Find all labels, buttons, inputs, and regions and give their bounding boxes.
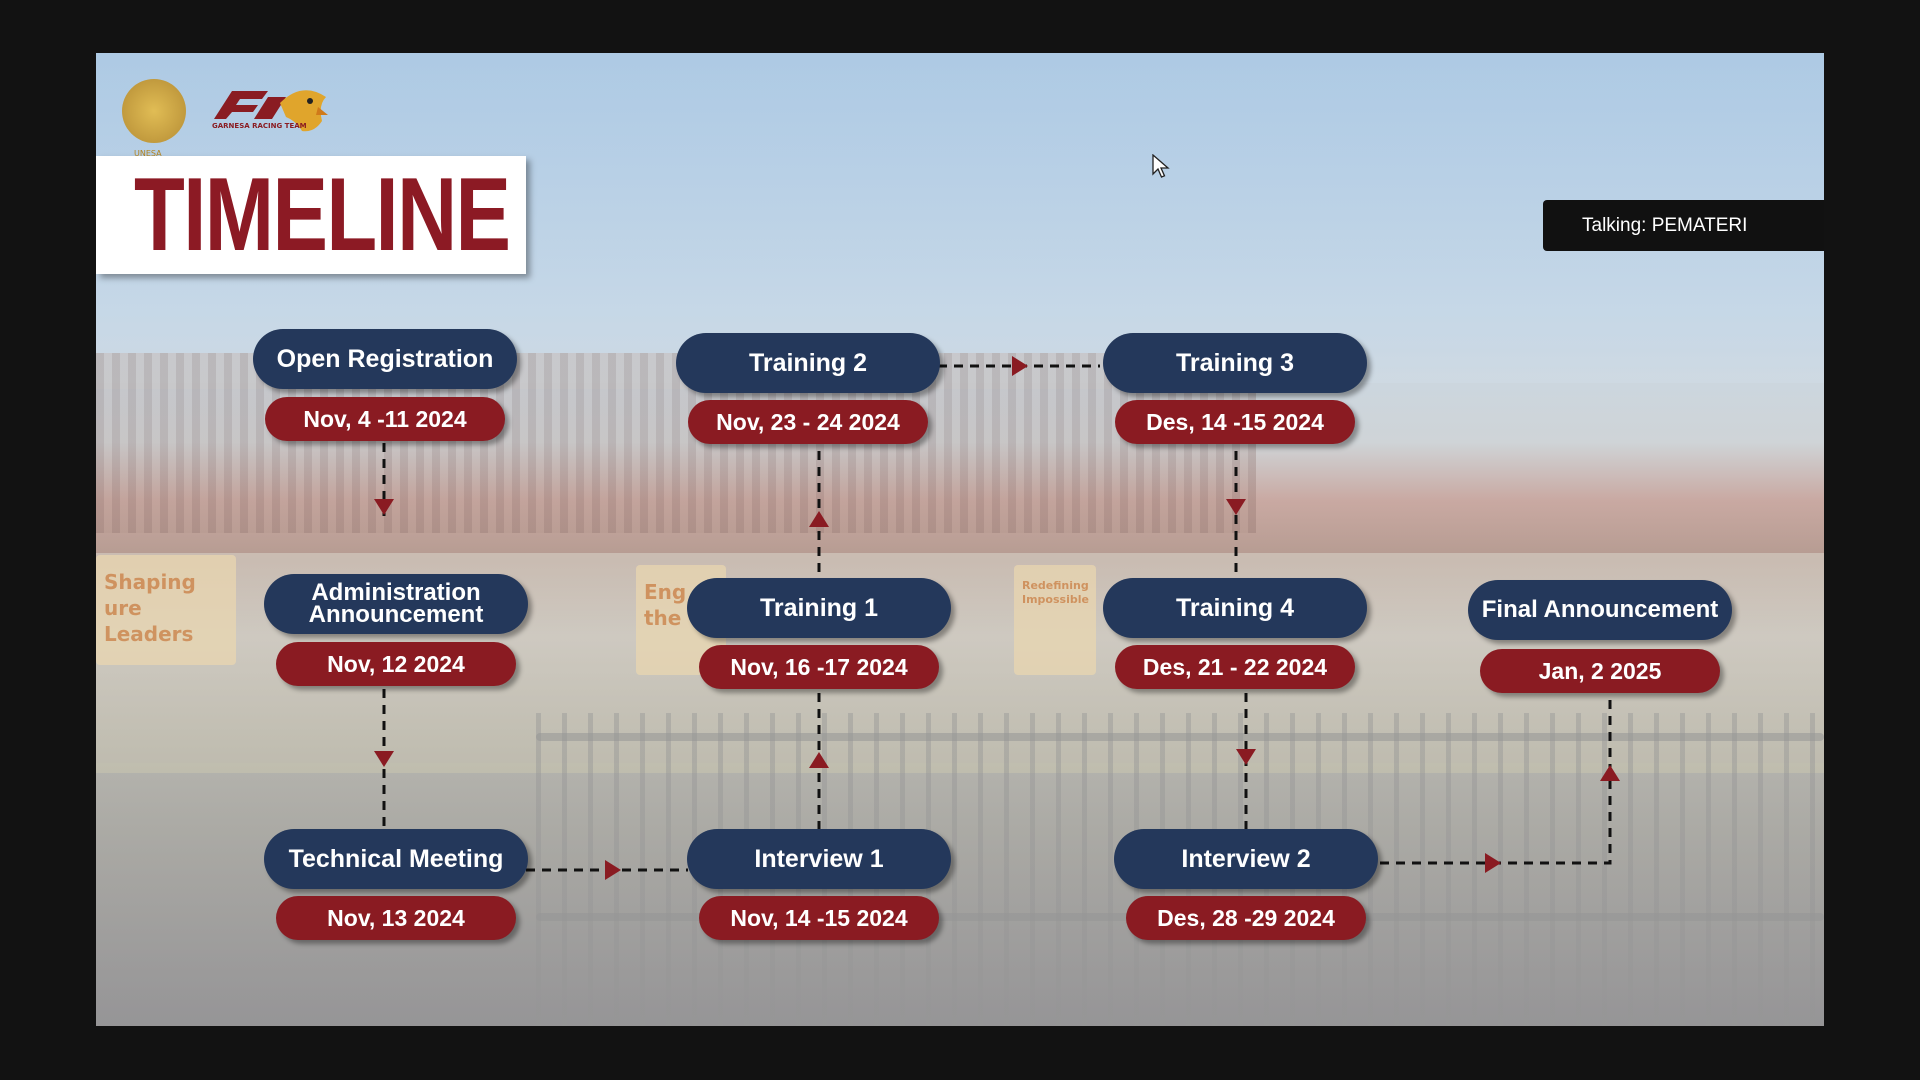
timeline-step-training-1: Training 1: [687, 578, 951, 638]
university-logo-caption: UNESA: [134, 149, 162, 158]
timeline-date-administration-announcement: Nov, 12 2024: [276, 642, 516, 686]
page-title: TIMELINE: [134, 157, 511, 273]
talking-indicator: Talking: PEMATERI: [1543, 200, 1824, 251]
timeline-step-open-registration: Open Registration: [253, 329, 517, 389]
timeline-date-final-announcement: Jan, 2 2025: [1480, 649, 1720, 693]
background-banner: Shaping ure Leaders: [96, 555, 236, 665]
timeline-step-final-announcement: Final Announcement: [1468, 580, 1732, 640]
timeline-step-technical-meeting: Technical Meeting: [264, 829, 528, 889]
timeline-date-technical-meeting: Nov, 13 2024: [276, 896, 516, 940]
racing-team-caption: GARNESA RACING TEAM: [212, 122, 307, 130]
timeline-step-training-4: Training 4: [1103, 578, 1367, 638]
timeline-date-open-registration: Nov, 4 -11 2024: [265, 397, 505, 441]
fence-rail: [536, 733, 1824, 741]
racing-team-logo-icon: [214, 90, 328, 132]
background-banner: Redefining Impossible: [1014, 565, 1096, 675]
title-banner: TIMELINE: [96, 156, 526, 274]
timeline-date-training-4: Des, 21 - 22 2024: [1115, 645, 1355, 689]
timeline-step-training-3: Training 3: [1103, 333, 1367, 393]
timeline-date-training-2: Nov, 23 - 24 2024: [688, 400, 928, 444]
timeline-date-interview-2: Des, 28 -29 2024: [1126, 896, 1366, 940]
timeline-date-training-1: Nov, 16 -17 2024: [699, 645, 939, 689]
timeline-step-training-2: Training 2: [676, 333, 940, 393]
presentation-slide: Shaping ure Leaders Eng the Redefining I…: [96, 53, 1824, 1026]
mouse-cursor-icon: [1152, 154, 1170, 178]
timeline-date-training-3: Des, 14 -15 2024: [1115, 400, 1355, 444]
timeline-step-administration-announcement: Administration Announcement: [264, 574, 528, 634]
university-logo-icon: [122, 79, 186, 143]
timeline-step-interview-2: Interview 2: [1114, 829, 1378, 889]
timeline-date-interview-1: Nov, 14 -15 2024: [699, 896, 939, 940]
timeline-step-interview-1: Interview 1: [687, 829, 951, 889]
